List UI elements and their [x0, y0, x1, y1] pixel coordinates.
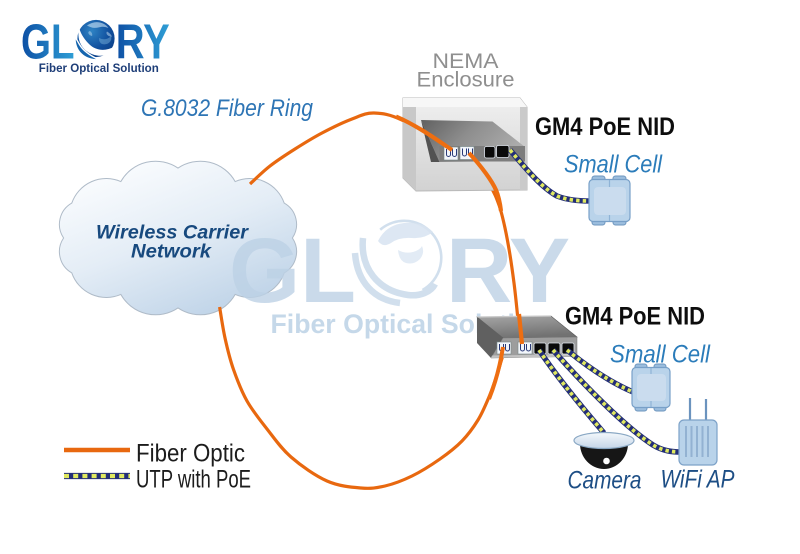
svg-text:Camera: Camera: [568, 467, 642, 495]
svg-text:UTP with PoE: UTP with PoE: [136, 466, 251, 494]
svg-text:G.8032 Fiber Ring: G.8032 Fiber Ring: [141, 95, 314, 122]
svg-text:GL: GL: [21, 15, 75, 69]
svg-text:WiFi AP: WiFi AP: [661, 465, 735, 493]
svg-text:Wireless Carrier: Wireless Carrier: [96, 222, 249, 244]
svg-text:GL: GL: [229, 220, 356, 322]
svg-text:Fiber Optical Solution: Fiber Optical Solution: [39, 61, 159, 75]
svg-text:Fiber Optic: Fiber Optic: [136, 440, 245, 468]
svg-text:Small Cell: Small Cell: [610, 341, 711, 369]
svg-text:NEMA: NEMA: [433, 49, 500, 73]
svg-text:GM4 PoE NID: GM4 PoE NID: [565, 303, 705, 331]
svg-text:Enclosure: Enclosure: [417, 68, 515, 92]
svg-text:Small Cell: Small Cell: [564, 151, 663, 179]
svg-text:GM4 PoE NID: GM4 PoE NID: [535, 113, 675, 141]
svg-text:RY: RY: [116, 15, 170, 69]
svg-text:Network: Network: [131, 241, 212, 263]
